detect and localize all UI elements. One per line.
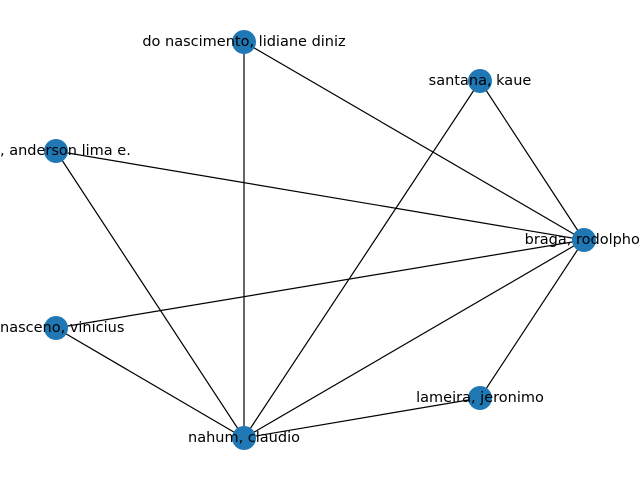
edge-anderson-braga: [55, 150, 585, 241]
edge-damasceno-braga: [55, 239, 585, 329]
node-nahum: [232, 426, 256, 450]
node-label-santana: santana, kaue: [429, 73, 532, 89]
node-nascimento: [232, 30, 256, 54]
edge-damasceno-nahum: [55, 327, 245, 439]
node-anderson: [44, 139, 68, 163]
node-label-braga: braga, rodolpho: [525, 232, 640, 248]
edge-braga-nahum: [243, 239, 585, 439]
edge-santana-nahum: [243, 80, 481, 439]
edge-nascimento-braga: [243, 41, 585, 241]
labels-layer: do nascimento, lidiane diniz santana, kau…: [0, 34, 640, 446]
node-santana: [468, 69, 492, 93]
edges-layer: [55, 41, 585, 439]
node-label-damasceno: nasceno, vinicius: [0, 320, 124, 336]
node-label-nahum: nahum, claudio: [188, 430, 300, 446]
edge-anderson-nahum: [55, 150, 245, 439]
nodes-layer: [44, 30, 596, 450]
node-label-anderson: , anderson lima e.: [0, 143, 131, 159]
node-label-nascimento: do nascimento, lidiane diniz: [142, 34, 345, 50]
node-lameira: [468, 386, 492, 410]
node-braga: [572, 228, 596, 252]
node-damasceno: [44, 316, 68, 340]
edge-braga-lameira: [479, 239, 585, 399]
edge-lameira-nahum: [243, 397, 481, 439]
node-label-lameira: lameira, jeronimo: [416, 390, 544, 406]
edge-santana-braga: [479, 80, 585, 241]
